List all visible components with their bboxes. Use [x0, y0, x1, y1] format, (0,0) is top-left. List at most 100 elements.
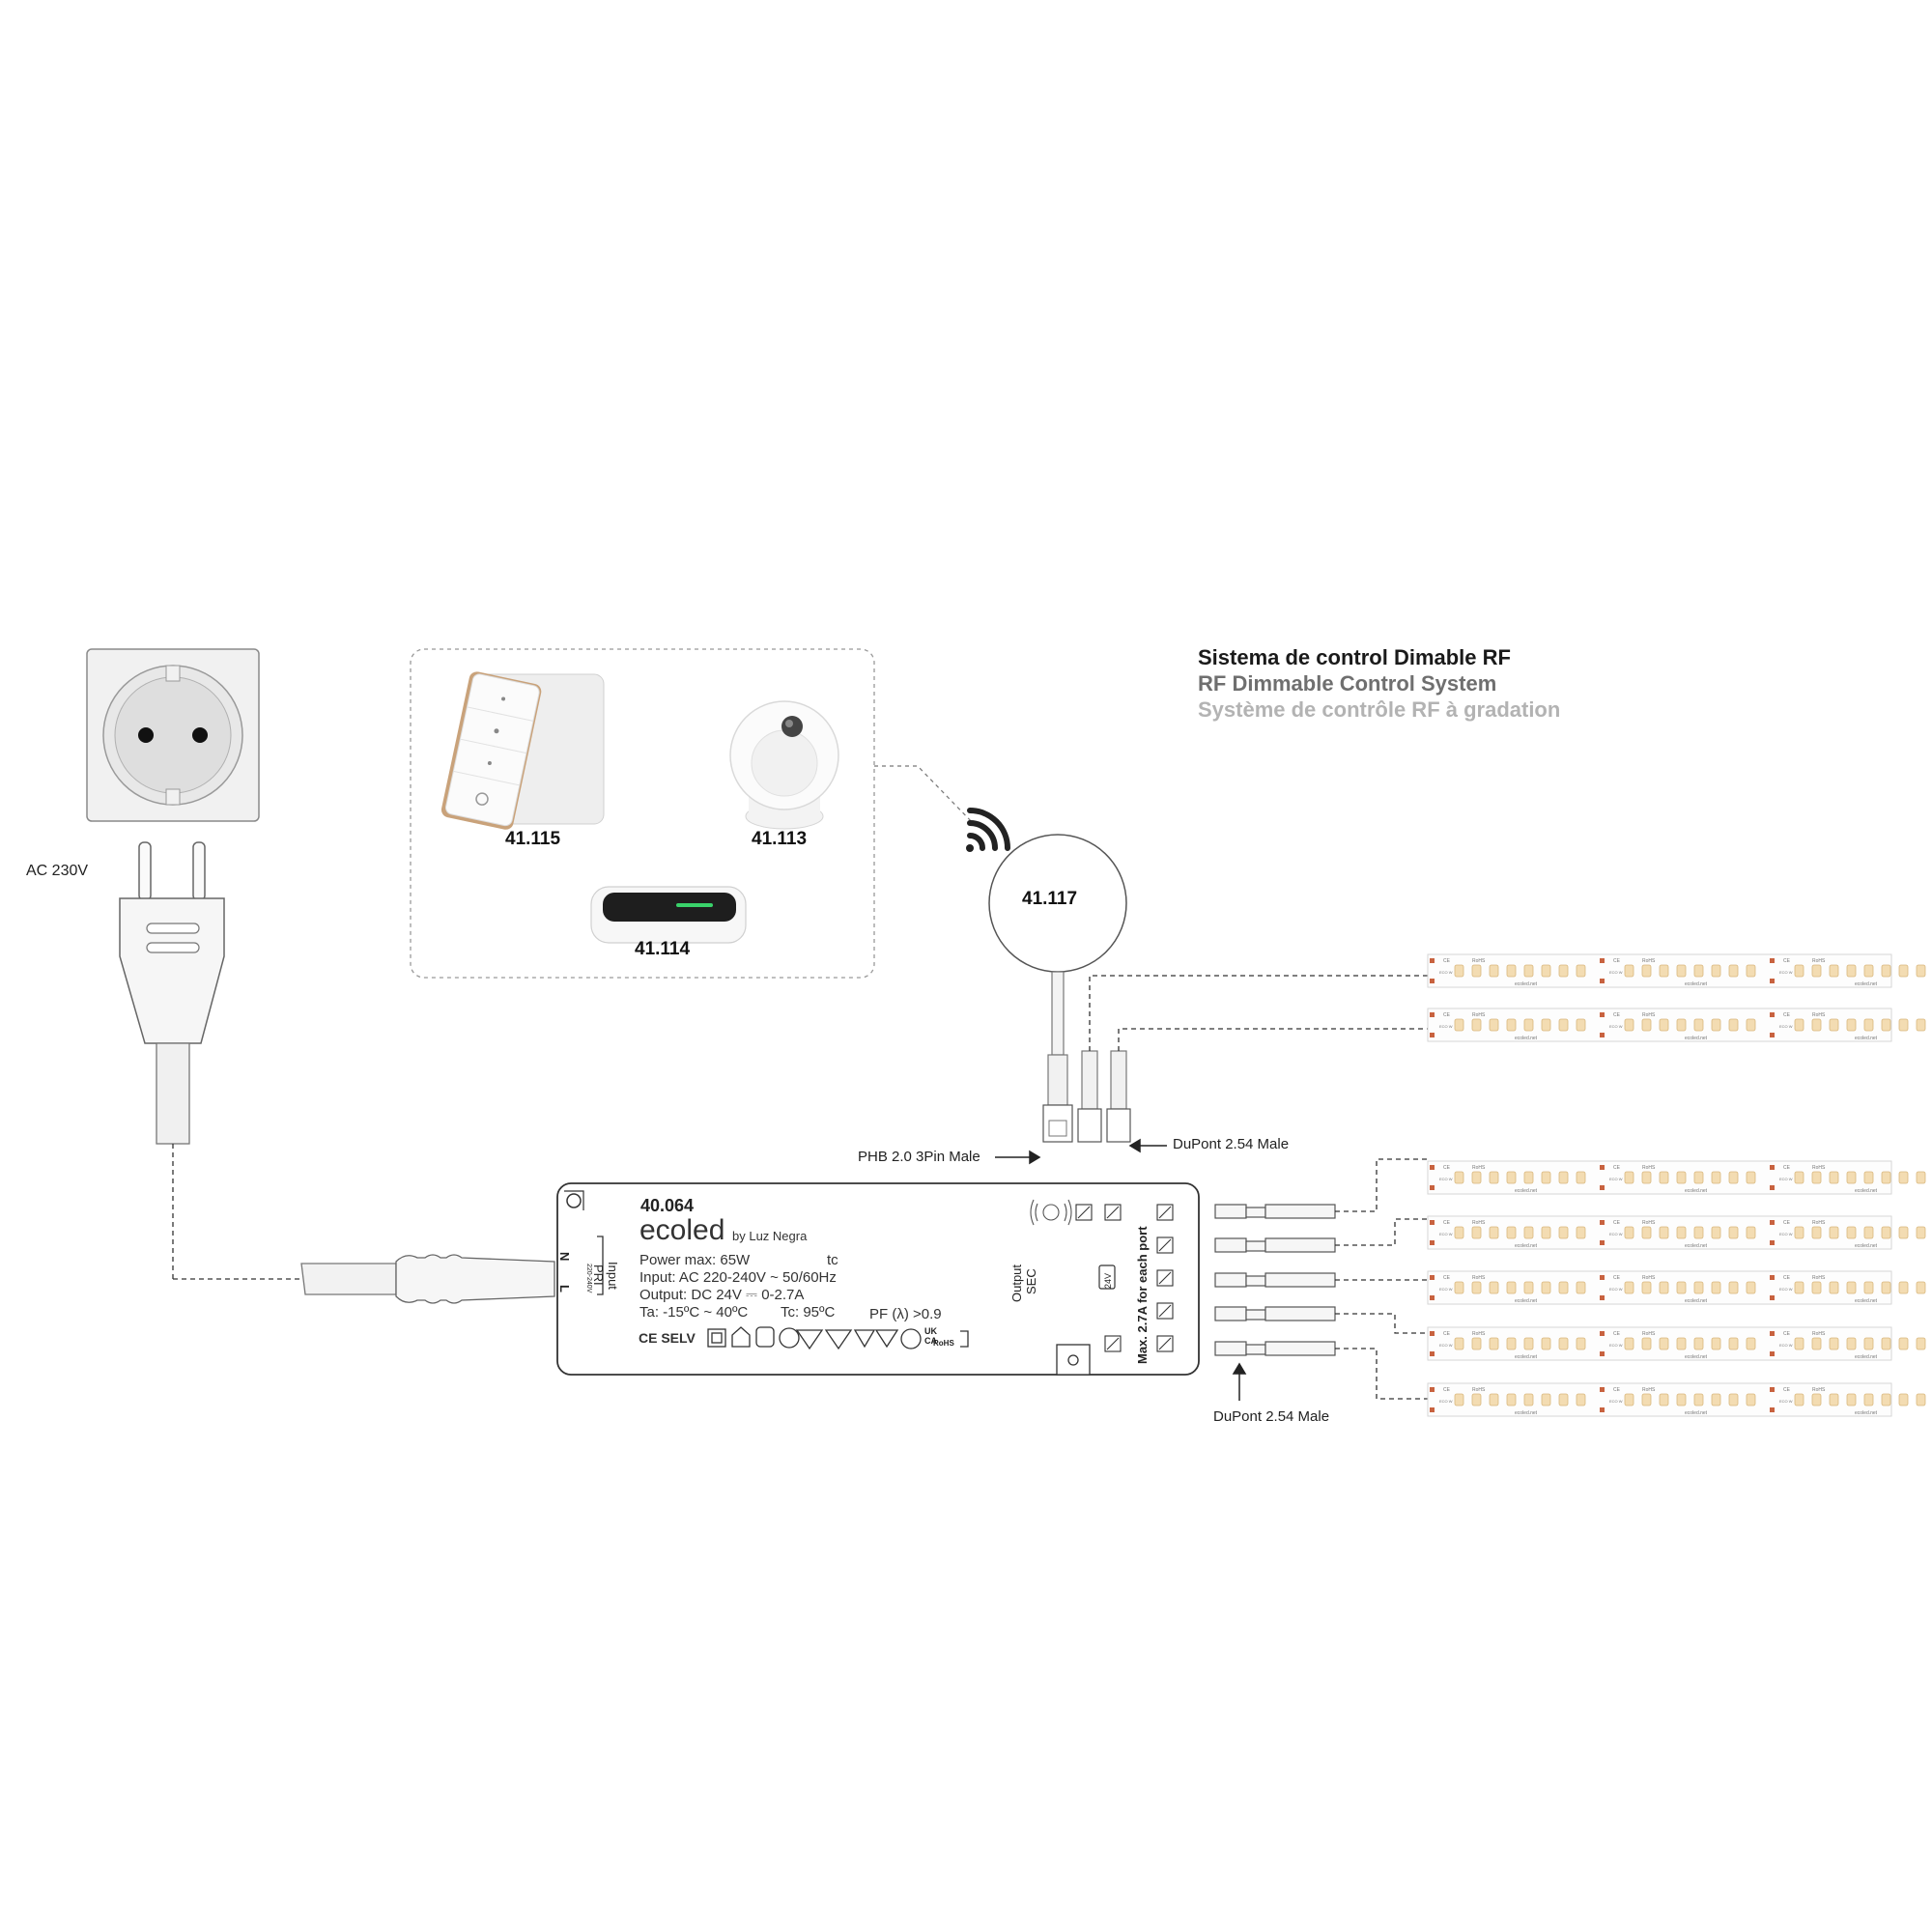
- svg-text:ecoled.net: ecoled.net: [1685, 1298, 1708, 1304]
- n-terminal: N: [557, 1252, 572, 1262]
- remote-code: 41.115: [505, 829, 561, 849]
- svg-text:CE: CE: [1613, 1275, 1621, 1281]
- sec-label: SEC: [1024, 1268, 1038, 1294]
- svg-text:ecoled.net: ecoled.net: [1855, 1354, 1878, 1360]
- svg-text:CE: CE: [1443, 1165, 1451, 1171]
- driver-pf: PF (λ) >0.9: [869, 1306, 942, 1322]
- svg-text:RoHS: RoHS: [1812, 1331, 1826, 1337]
- svg-text:RoHS: RoHS: [1472, 958, 1486, 964]
- svg-text:RoHS: RoHS: [1642, 1275, 1656, 1281]
- title-spanish: Sistema de control Dimable RF: [1198, 645, 1511, 669]
- ac-voltage-label: AC 230V: [26, 863, 89, 879]
- title-english: RF Dimmable Control System: [1198, 671, 1497, 696]
- svg-text:CE: CE: [1443, 1387, 1451, 1393]
- power-plug: [119, 841, 301, 1280]
- svg-text:ecoled.net: ecoled.net: [1855, 981, 1878, 987]
- svg-text:CE: CE: [1783, 1165, 1791, 1171]
- svg-text:CE: CE: [1443, 1331, 1451, 1337]
- sensor-code: 41.113: [752, 829, 808, 849]
- svg-text:RoHS: RoHS: [1812, 1012, 1826, 1018]
- svg-text:ECO W: ECO W: [1439, 1343, 1453, 1348]
- svg-text:ECO W: ECO W: [1609, 1343, 1623, 1348]
- svg-text:CE: CE: [1613, 1331, 1621, 1337]
- driver-tc-mark: tc: [827, 1252, 838, 1268]
- driver-tc: Tc: 95ºC: [781, 1304, 836, 1321]
- svg-text:ECO W: ECO W: [1779, 1024, 1793, 1029]
- svg-text:CE: CE: [1783, 1012, 1791, 1018]
- svg-text:ecoled.net: ecoled.net: [1685, 1410, 1708, 1416]
- rohs-mark: RoHS: [933, 1339, 954, 1348]
- pri-range: 220-240V: [585, 1264, 592, 1293]
- svg-text:ECO W: ECO W: [1779, 1399, 1793, 1404]
- svg-text:ECO W: ECO W: [1779, 1343, 1793, 1348]
- remote-control-image: [440, 671, 605, 830]
- led-strip: CE RoHS ECO W ecoled.net CE RoHS ECO W ecoled.n…: [1427, 1270, 1926, 1305]
- label-arrows: [995, 1138, 1247, 1401]
- svg-text:RoHS: RoHS: [1472, 1275, 1486, 1281]
- svg-text:ecoled.net: ecoled.net: [1515, 1188, 1538, 1194]
- driver-by: by Luz Negra: [732, 1229, 808, 1243]
- svg-text:ecoled.net: ecoled.net: [1515, 1354, 1538, 1360]
- svg-text:ecoled.net: ecoled.net: [1685, 1354, 1708, 1360]
- svg-text:CE: CE: [1783, 1275, 1791, 1281]
- svg-text:CE: CE: [1443, 958, 1451, 964]
- svg-text:ECO W: ECO W: [1779, 1177, 1793, 1181]
- dupont-top-label: DuPont 2.54 Male: [1173, 1136, 1290, 1152]
- output-side-label: Output: [1009, 1264, 1024, 1302]
- svg-text:ecoled.net: ecoled.net: [1515, 1410, 1538, 1416]
- svg-text:RoHS: RoHS: [1812, 1220, 1826, 1226]
- svg-text:RoHS: RoHS: [1812, 1165, 1826, 1171]
- driver-input: Input: AC 220-240V ~ 50/60Hz: [639, 1269, 837, 1286]
- svg-text:ecoled.net: ecoled.net: [1855, 1298, 1878, 1304]
- svg-text:ECO W: ECO W: [1609, 970, 1623, 975]
- svg-text:ecoled.net: ecoled.net: [1515, 981, 1538, 987]
- input-cable: [300, 1254, 555, 1304]
- svg-text:ecoled.net: ecoled.net: [1685, 981, 1708, 987]
- svg-text:ecoled.net: ecoled.net: [1855, 1188, 1878, 1194]
- svg-text:RoHS: RoHS: [1812, 958, 1826, 964]
- svg-text:RoHS: RoHS: [1812, 1387, 1826, 1393]
- controller-options-box: [410, 648, 875, 979]
- svg-text:ECO W: ECO W: [1439, 1399, 1453, 1404]
- svg-text:CE: CE: [1783, 1331, 1791, 1337]
- svg-text:CE: CE: [1613, 1387, 1621, 1393]
- dupont-bottom-label: DuPont 2.54 Male: [1213, 1408, 1330, 1425]
- driver-model: 40.064: [640, 1196, 695, 1215]
- svg-text:ECO W: ECO W: [1609, 1287, 1623, 1292]
- svg-text:CE: CE: [1443, 1220, 1451, 1226]
- svg-text:ECO W: ECO W: [1779, 1287, 1793, 1292]
- title-french: Système de contrôle RF à gradation: [1198, 697, 1561, 722]
- svg-text:ECO W: ECO W: [1779, 970, 1793, 975]
- hub-code: 41.114: [635, 939, 691, 959]
- svg-text:ecoled.net: ecoled.net: [1515, 1243, 1538, 1249]
- svg-text:ecoled.net: ecoled.net: [1855, 1036, 1878, 1041]
- svg-text:RoHS: RoHS: [1642, 1165, 1656, 1171]
- led-driver-40064: [556, 1182, 1200, 1376]
- svg-text:ecoled.net: ecoled.net: [1685, 1188, 1708, 1194]
- hub-image: [590, 886, 747, 944]
- svg-text:CE: CE: [1613, 1012, 1621, 1018]
- led-strip: CE RoHS ECO W ecoled.net CE RoHS ECO W ecoled.n…: [1427, 1008, 1926, 1042]
- svg-text:CE: CE: [1613, 1165, 1621, 1171]
- driver-cert: CE SELV: [639, 1330, 696, 1346]
- wireless-signal-icon: [966, 808, 1010, 852]
- max-port-label: Max. 2.7A for each port: [1135, 1226, 1150, 1364]
- motion-sensor-image: [729, 700, 839, 830]
- svg-text:RoHS: RoHS: [1472, 1220, 1486, 1226]
- receiver-dupont-connectors: [1077, 975, 1428, 1143]
- svg-text:RoHS: RoHS: [1642, 958, 1656, 964]
- svg-text:ECO W: ECO W: [1439, 1177, 1453, 1181]
- svg-text:RoHS: RoHS: [1812, 1275, 1826, 1281]
- svg-text:CE: CE: [1443, 1275, 1451, 1281]
- driver-ta: Ta: -15ºC ~ 40ºC: [639, 1304, 749, 1321]
- svg-text:RoHS: RoHS: [1642, 1331, 1656, 1337]
- svg-text:RoHS: RoHS: [1642, 1012, 1656, 1018]
- svg-text:ECO W: ECO W: [1609, 1024, 1623, 1029]
- svg-text:ECO W: ECO W: [1439, 1287, 1453, 1292]
- svg-text:ecoled.net: ecoled.net: [1515, 1036, 1538, 1041]
- phb-connector-label: PHB 2.0 3Pin Male: [858, 1149, 980, 1165]
